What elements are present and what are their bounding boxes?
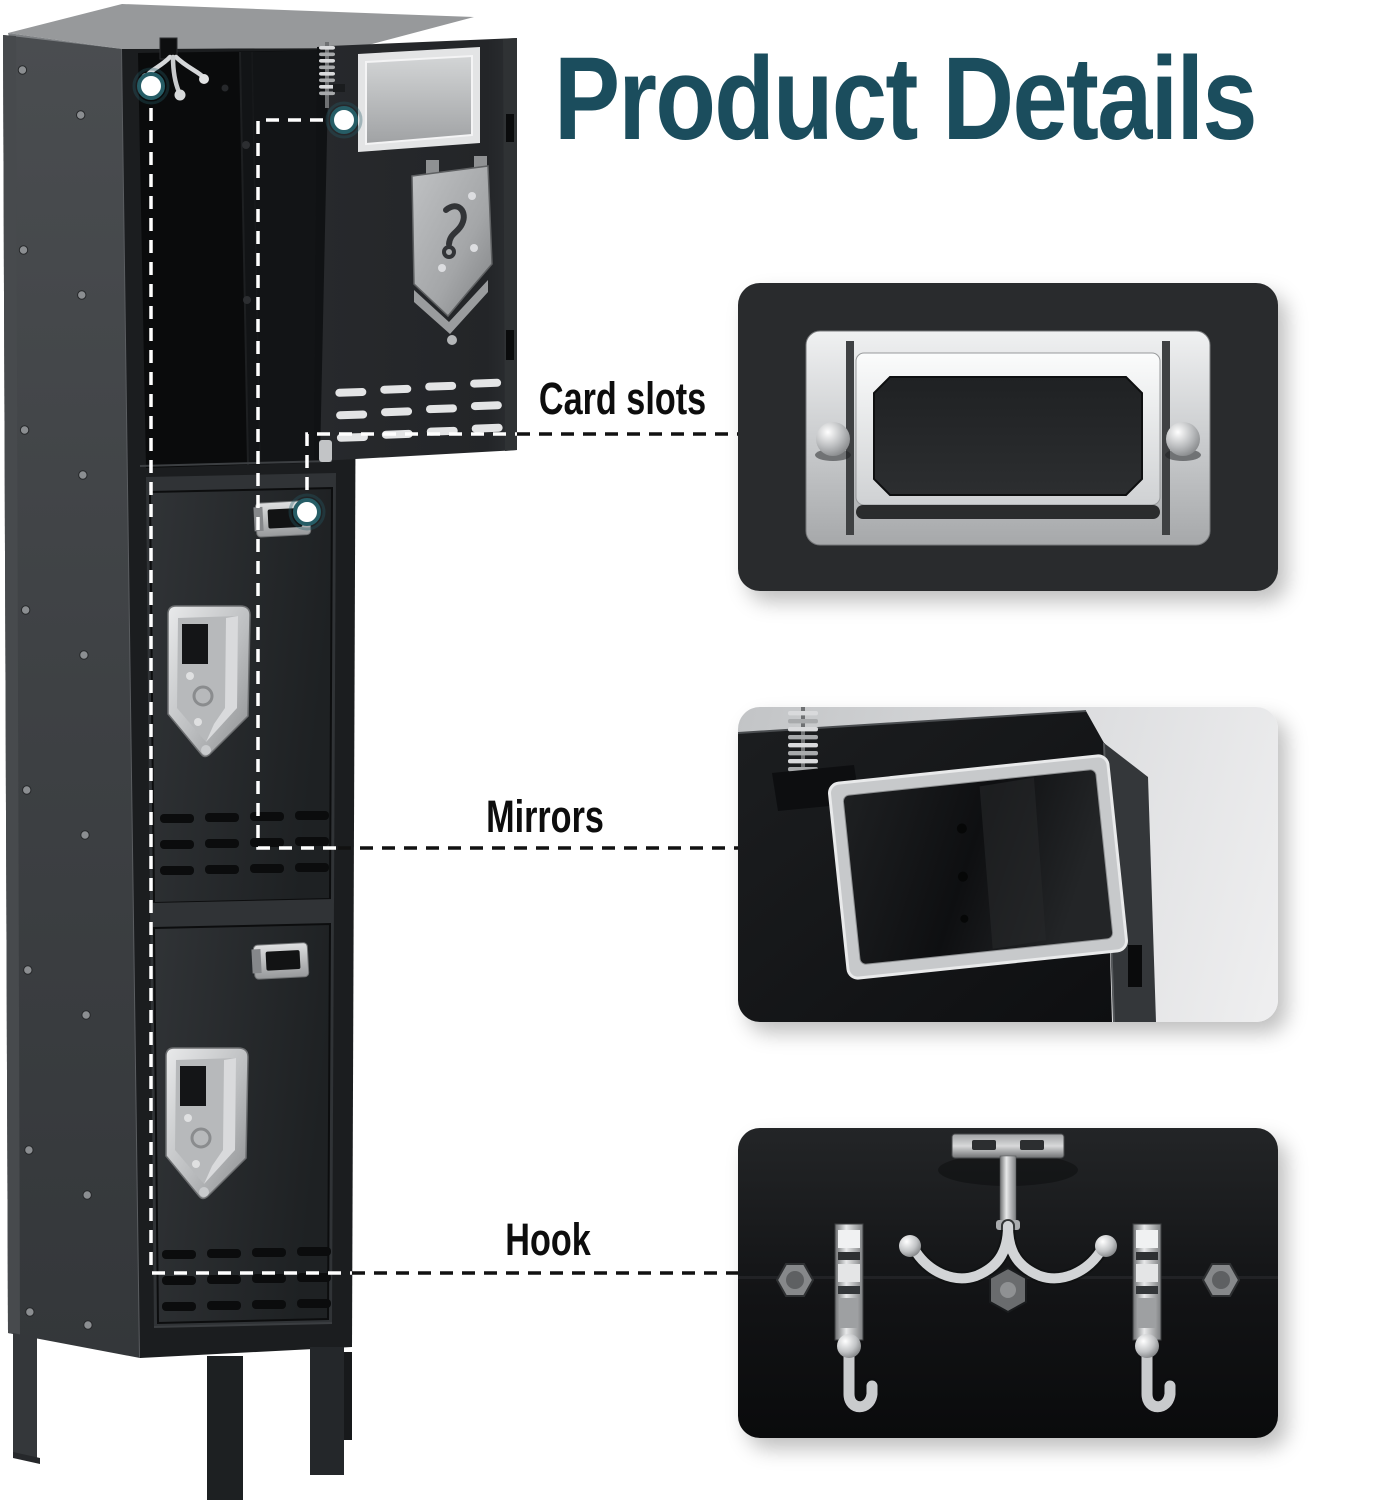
- door-lock-mechanism: [411, 156, 493, 345]
- card-slot-stud-left: [816, 422, 850, 456]
- hook-closeup-photo: [738, 1133, 1278, 1438]
- door-latch-slot: [506, 114, 514, 142]
- door-hinge-spring-icon: [319, 42, 335, 108]
- side-rivets: [17, 65, 93, 1330]
- callout-markers: [132, 67, 363, 531]
- card-slot-detail-panel: [738, 283, 1278, 591]
- card-slot-stud-right: [1166, 422, 1200, 456]
- middle-door: [146, 473, 336, 907]
- leg-back-left: [13, 1333, 37, 1460]
- hinge-spring-icon: [788, 707, 818, 793]
- leg-front-left: [207, 1356, 243, 1500]
- left-j-hook-icon: [835, 1224, 872, 1407]
- lower-hinge-pin: [319, 440, 332, 462]
- middle-door-handle: [167, 605, 251, 758]
- locker-side-panel: [3, 35, 140, 1358]
- right-j-hook-icon: [1133, 1224, 1170, 1407]
- callout-line-card-light: [305, 432, 517, 512]
- leg-front-right: [310, 1347, 344, 1475]
- bottom-door-card-slot: [251, 942, 310, 980]
- callout-line-mirrors-light: [256, 118, 345, 850]
- locker-top-face: [8, 4, 474, 49]
- open-door-right-flange: [503, 38, 517, 451]
- card-slot-marker-icon: [288, 493, 326, 531]
- locker-side-edge-highlight: [3, 35, 20, 1335]
- bottom-door-handle: [165, 1047, 249, 1200]
- door-mirror: [358, 47, 480, 152]
- page-title: Product Details: [554, 33, 1258, 165]
- card-slot-closeup-photo: [805, 330, 1211, 546]
- hex-bolt-left-icon: [776, 1263, 814, 1297]
- callout-label-mirrors: Mirrors: [486, 791, 604, 842]
- bottom-door: [150, 899, 334, 1327]
- door-latch-slot: [1128, 945, 1142, 987]
- mirror-closeup-photo: [738, 707, 1156, 1022]
- hex-bolt-right-icon: [1202, 1263, 1240, 1297]
- double-hook-icon: [899, 1133, 1117, 1314]
- open-door-vents: [335, 378, 503, 442]
- callout-label-hook: Hook: [505, 1214, 591, 1265]
- hook-detail-panel: [738, 1128, 1278, 1438]
- mirror-detail-panel: [738, 707, 1278, 1022]
- callout-line-hook-light: [149, 86, 352, 1275]
- open-top-door: [314, 38, 517, 462]
- mirror-marker-icon: [325, 101, 363, 139]
- leg-back-right-sliver: [344, 1352, 352, 1440]
- card-slot-window: [873, 376, 1143, 496]
- locker-base-and-legs: [13, 1322, 352, 1500]
- callout-label-card-slots: Card slots: [538, 373, 707, 424]
- door-latch-slot: [506, 330, 514, 360]
- hook-marker-icon: [132, 67, 170, 105]
- bottom-door-vents: [162, 1247, 331, 1311]
- callout-lines: [149, 86, 742, 1275]
- mirror-with-frame: [828, 754, 1128, 980]
- frame-lip: [139, 460, 333, 467]
- top-compartment-interior: [138, 37, 332, 468]
